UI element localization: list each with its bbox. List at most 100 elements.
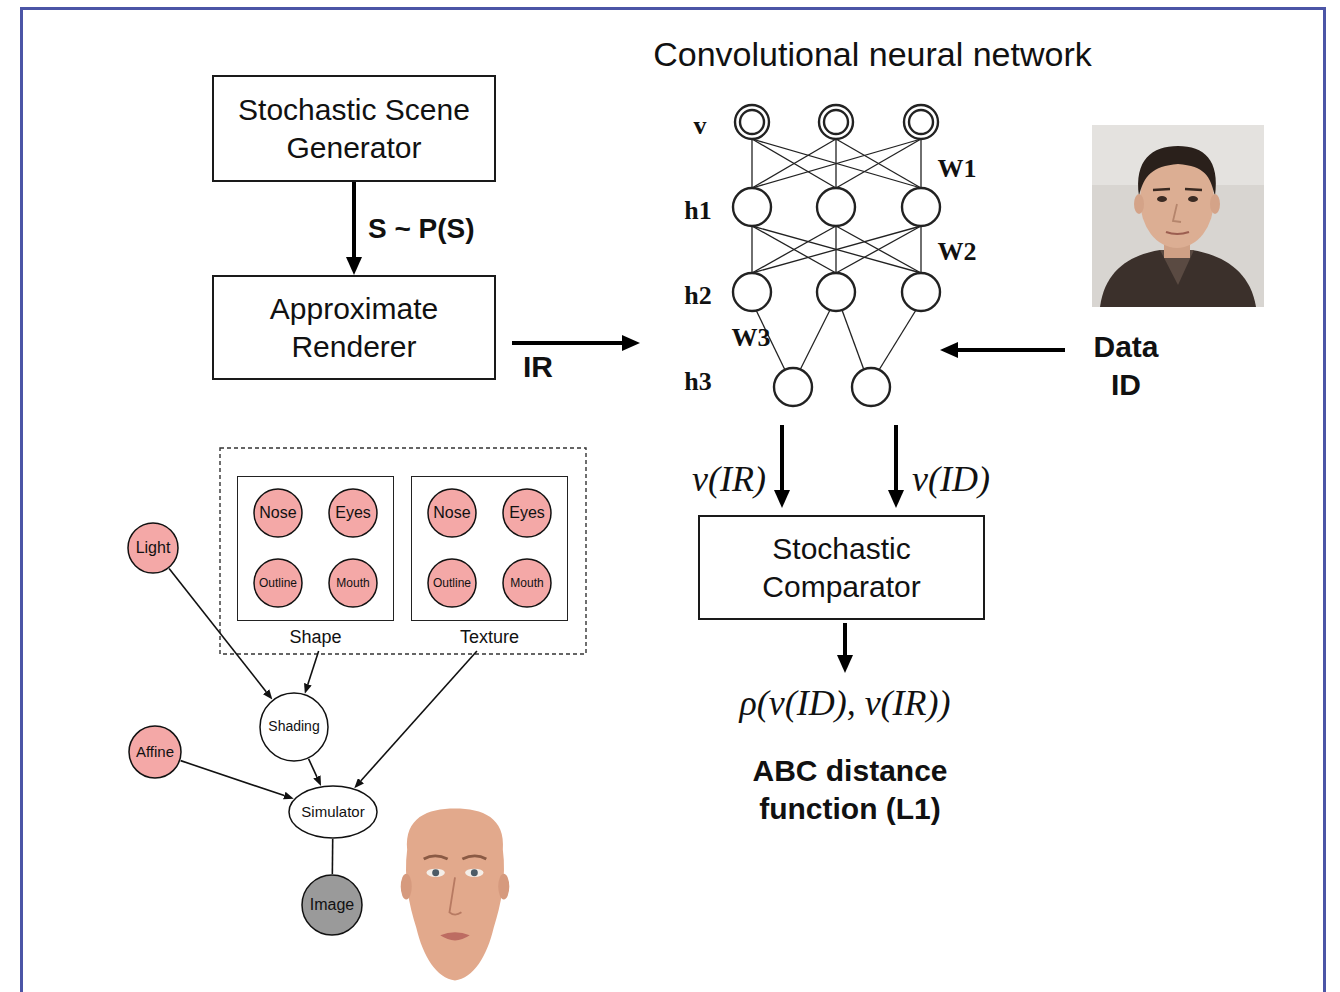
data-photo bbox=[1166, 232, 1189, 234]
network-connection bbox=[751, 139, 752, 188]
observed-node: Image bbox=[301, 874, 363, 936]
data-photo bbox=[1134, 194, 1144, 214]
node-label: Light bbox=[136, 538, 171, 558]
connector-arrow bbox=[361, 651, 477, 781]
node-label: Outline bbox=[433, 576, 471, 591]
network-connection bbox=[800, 310, 830, 370]
plate-box: TextureNoseEyesOutlineMouth bbox=[411, 476, 568, 650]
flow-arrow bbox=[512, 341, 622, 345]
variable-node-outline bbox=[503, 559, 551, 607]
node-label: Stochastic Comparator bbox=[712, 530, 971, 605]
flow-arrow bbox=[843, 623, 847, 655]
rendered-face bbox=[465, 869, 483, 877]
network-unit bbox=[733, 105, 940, 406]
variable-node: Eyes bbox=[502, 488, 552, 538]
flow-arrow bbox=[888, 490, 904, 508]
network-unit bbox=[735, 105, 769, 139]
node-label: Mouth bbox=[336, 576, 369, 591]
network-connection bbox=[752, 139, 921, 188]
network-connection bbox=[752, 139, 921, 188]
variable-node: Light bbox=[127, 522, 179, 574]
network-unit bbox=[733, 273, 771, 311]
network-connection bbox=[752, 226, 921, 273]
flow-arrow bbox=[774, 490, 790, 508]
deterministic-node-outline bbox=[260, 693, 328, 761]
data-photo bbox=[1157, 196, 1167, 202]
data-photo bbox=[1138, 146, 1216, 196]
network-unit bbox=[902, 188, 940, 226]
network-unit bbox=[740, 110, 764, 134]
rendered-face bbox=[426, 869, 444, 877]
rendered-face bbox=[440, 932, 469, 940]
node-label: Affine bbox=[136, 743, 174, 762]
network-connection bbox=[751, 226, 752, 273]
flow-arrow bbox=[622, 335, 640, 351]
network-unit bbox=[817, 188, 855, 226]
connector-arrow bbox=[309, 759, 317, 777]
variable-node: Outline bbox=[253, 558, 303, 608]
node-label: Approximate Renderer bbox=[226, 290, 482, 365]
network-connection bbox=[836, 226, 921, 273]
flow-arrow bbox=[780, 425, 784, 490]
plate-box: ShapeNoseEyesOutlineMouth bbox=[237, 476, 394, 650]
variable-node: Mouth bbox=[328, 558, 378, 608]
deterministic-node: Simulator bbox=[288, 785, 378, 839]
network-connection bbox=[836, 139, 921, 188]
feature-label: ν(IR) bbox=[630, 458, 766, 501]
variable-node-outline bbox=[254, 559, 302, 607]
variable-node-outline bbox=[128, 523, 178, 573]
variable-node: Affine bbox=[128, 725, 182, 779]
flow-arrow bbox=[512, 335, 1065, 673]
flow-arrow bbox=[837, 655, 853, 673]
connector-arrow bbox=[308, 651, 319, 684]
rendered-face bbox=[498, 874, 509, 900]
network-unit bbox=[817, 273, 855, 311]
input-label: Data ID bbox=[1078, 328, 1174, 403]
connector-arrow bbox=[332, 839, 334, 874]
variable-node-outline bbox=[428, 559, 476, 607]
rendered-face bbox=[401, 874, 412, 900]
process-box: Stochastic Comparator bbox=[698, 515, 985, 620]
connector-arrow bbox=[169, 568, 266, 691]
weight-name: W3 bbox=[726, 322, 776, 353]
variable-node-outline bbox=[428, 489, 476, 537]
network-unit bbox=[824, 110, 848, 134]
flow-arrow bbox=[940, 342, 958, 358]
variable-node: Mouth bbox=[502, 558, 552, 608]
node-label: Simulator bbox=[301, 803, 364, 822]
edge-label: S ~ P(S) bbox=[368, 212, 518, 246]
variable-node: Eyes bbox=[328, 488, 378, 538]
variable-node-outline bbox=[129, 726, 181, 778]
observed-node-outline bbox=[302, 875, 362, 935]
variable-node-outline bbox=[329, 489, 377, 537]
signal-name: IR bbox=[513, 349, 563, 385]
dashed-plate bbox=[220, 448, 586, 654]
network-unit bbox=[733, 188, 771, 226]
deterministic-node-outline bbox=[289, 786, 377, 838]
variable-node: Nose bbox=[427, 488, 477, 538]
node-label: Nose bbox=[433, 503, 470, 523]
variable-node-outline bbox=[254, 489, 302, 537]
network-connection bbox=[836, 226, 921, 273]
weight-name: W2 bbox=[932, 236, 982, 267]
network-connection bbox=[752, 226, 921, 273]
feature-label: ν(ID) bbox=[912, 458, 1052, 501]
network-connection bbox=[920, 226, 921, 273]
layer-name: h2 bbox=[677, 280, 719, 311]
rendered-face bbox=[471, 869, 478, 876]
data-photo bbox=[1210, 194, 1220, 214]
node-label: Outline bbox=[259, 576, 297, 591]
variable-node-outline bbox=[329, 559, 377, 607]
rendered-face bbox=[424, 856, 487, 859]
node-label: Image bbox=[310, 895, 354, 915]
rendered-face bbox=[432, 869, 439, 876]
plate-label: Shape bbox=[237, 626, 394, 649]
network-unit bbox=[904, 105, 938, 139]
flow-arrow bbox=[894, 425, 898, 490]
network-unit bbox=[852, 368, 890, 406]
process-box: Approximate Renderer bbox=[212, 275, 496, 380]
network-unit bbox=[909, 110, 933, 134]
flow-arrow bbox=[958, 348, 1065, 352]
